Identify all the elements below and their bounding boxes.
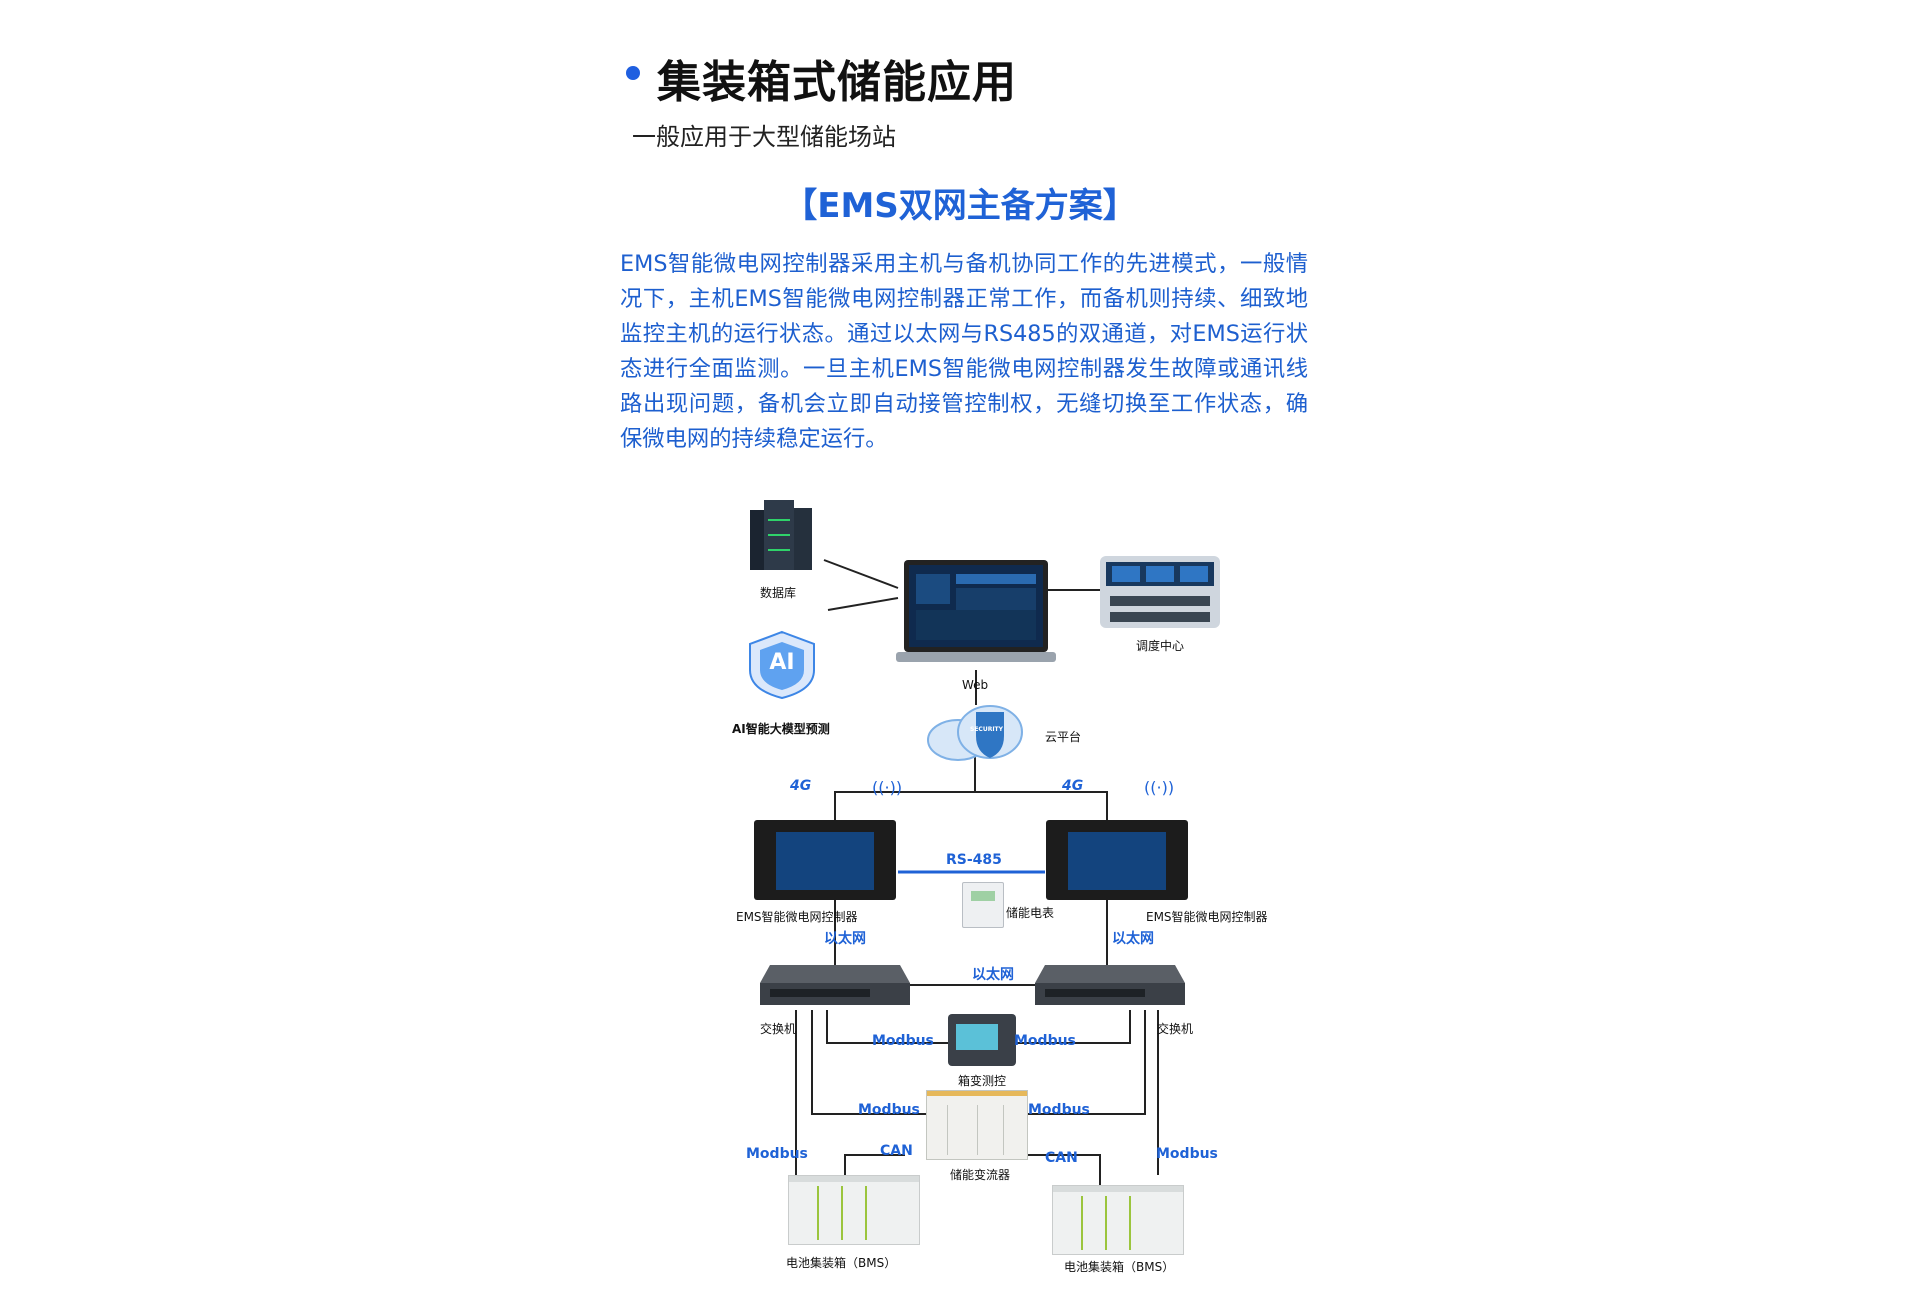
- can-right-label: CAN: [1045, 1150, 1078, 1166]
- switch-left-icon: [760, 965, 910, 1010]
- ems-controller-left-icon: [754, 820, 896, 900]
- page-subtitle: 一般应用于大型储能场站: [632, 123, 896, 151]
- dispatch-center-image: [1100, 556, 1220, 628]
- modbus-label-6: Modbus: [1156, 1146, 1218, 1162]
- network-diagram: 数据库 Web 调度中心 AI AI: [700, 480, 1320, 1280]
- energy-meter-icon: [962, 882, 1004, 928]
- modbus-label-5: Modbus: [746, 1146, 808, 1162]
- ethernet-left-label: 以太网: [824, 931, 866, 947]
- modbus-label-1: Modbus: [872, 1033, 934, 1049]
- web-label: Web: [962, 678, 989, 692]
- wifi-icon-left: ((·)): [872, 778, 903, 797]
- ai-icon: AI: [742, 630, 822, 700]
- database-label: 数据库: [760, 586, 797, 600]
- scheme-title: 【EMS双网主备方案】: [783, 186, 1137, 226]
- switch-right-icon: [1035, 965, 1185, 1010]
- ethernet-right-label: 以太网: [1112, 931, 1154, 947]
- page-title: 集装箱式储能应用: [657, 57, 1017, 108]
- rs485-label: RS-485: [946, 852, 1002, 868]
- controller-left-label: EMS智能微电网控制器: [736, 910, 858, 924]
- connection-lines: [795, 559, 1159, 1185]
- modbus-label-4: Modbus: [1028, 1102, 1090, 1118]
- box-monitor-label: 箱变测控: [958, 1074, 1007, 1088]
- cloud-platform-label: 云平台: [1045, 730, 1082, 744]
- pcs-label: 储能变流器: [950, 1168, 1011, 1182]
- dispatch-center-label: 调度中心: [1136, 639, 1185, 653]
- modbus-label-2: Modbus: [1014, 1033, 1076, 1049]
- signal-4g-left: 4G: [790, 778, 812, 794]
- signal-4g-right: 4G: [1062, 778, 1084, 794]
- can-left-label: CAN: [880, 1143, 913, 1159]
- battery-right-label: 电池集装箱（BMS）: [1064, 1260, 1175, 1274]
- cloud-platform-icon: SECURITY: [918, 702, 1034, 764]
- meter-label: 储能电表: [1006, 906, 1055, 920]
- database-server-icon: [740, 490, 820, 585]
- bullet-dot: [626, 66, 640, 80]
- pcs-cabinet-icon: [926, 1090, 1028, 1160]
- security-text: SECURITY: [970, 726, 1003, 733]
- battery-left-label: 电池集装箱（BMS）: [786, 1256, 897, 1270]
- controller-right-label: EMS智能微电网控制器: [1146, 910, 1268, 924]
- web-laptop-icon: [896, 560, 1056, 675]
- ai-badge-text: AI: [769, 650, 795, 675]
- ai-label: AI智能大模型预测: [732, 722, 830, 736]
- switch-right-label: 交换机: [1157, 1022, 1194, 1036]
- ethernet-middle-label: 以太网: [972, 967, 1014, 983]
- box-monitor-icon: [948, 1014, 1016, 1066]
- ems-controller-right-icon: [1046, 820, 1188, 900]
- wifi-icon-right: ((·)): [1144, 778, 1175, 797]
- switch-left-label: 交换机: [760, 1022, 797, 1036]
- battery-container-right-icon: [1052, 1185, 1184, 1255]
- modbus-label-3: Modbus: [858, 1102, 920, 1118]
- battery-container-left-icon: [788, 1175, 920, 1245]
- scheme-description: EMS智能微电网控制器采用主机与备机协同工作的先进模式，一般情况下，主机EMS智…: [620, 251, 1308, 452]
